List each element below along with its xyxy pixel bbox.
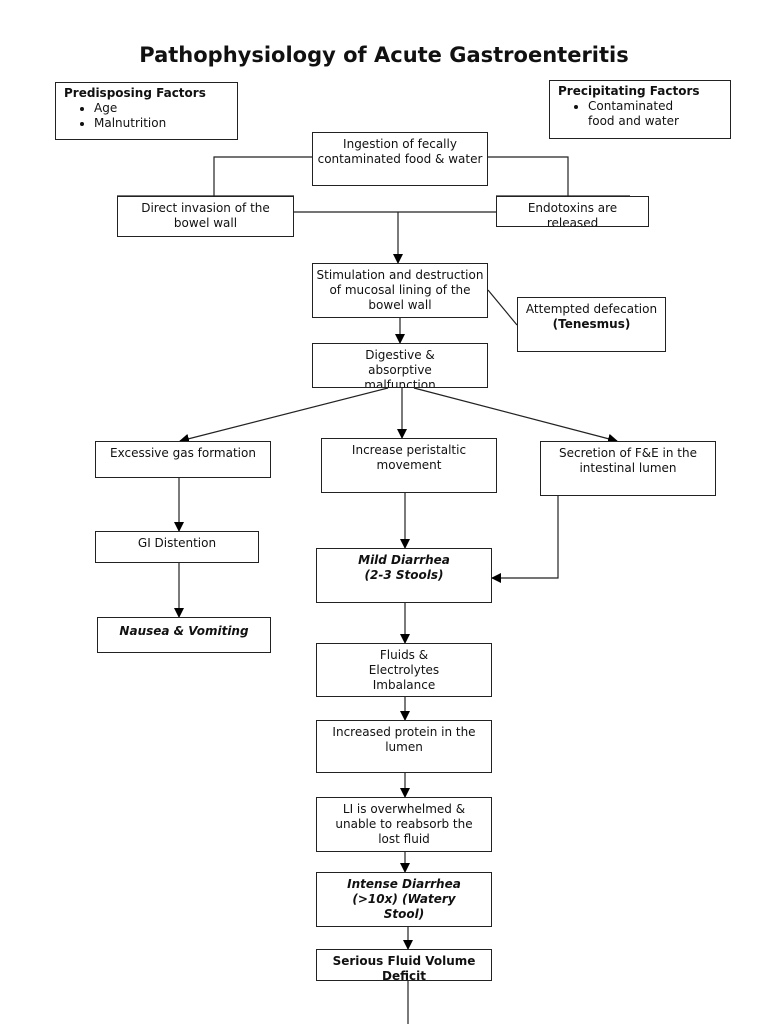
node-serious-deficit: Serious Fluid Volume Deficit (316, 949, 492, 981)
factor-item: Malnutrition (94, 116, 229, 131)
precipitating-factors-box: Precipitating Factors Contaminated food … (549, 80, 731, 139)
tenesmus-label: (Tenesmus) (552, 317, 631, 331)
precipitating-heading: Precipitating Factors (558, 84, 700, 98)
predisposing-factors-box: Predisposing Factors AgeMalnutrition (55, 82, 238, 140)
node-tenesmus: Attempted defecation(Tenesmus) (517, 297, 666, 352)
node-digestive: Digestive & absorptive malfunction (312, 343, 488, 388)
node-invasion: Direct invasion of the bowel wall (117, 196, 294, 237)
node-protein: Increased protein in the lumen (316, 720, 492, 773)
node-secretion: Secretion of F&E in the intestinal lumen (540, 441, 716, 496)
factor-item: Contaminated food and water (588, 99, 698, 129)
connector-tenesmus (487, 289, 518, 326)
node-nausea: Nausea & Vomiting (97, 617, 271, 653)
arrow-secretion-to-mild (491, 490, 559, 583)
tenesmus-text: Attempted defecation (525, 302, 658, 316)
node-gas: Excessive gas formation (95, 441, 271, 478)
predisposing-heading: Predisposing Factors (64, 86, 206, 100)
node-distention: GI Distention (95, 531, 259, 563)
node-mild-diarrhea: Mild Diarrhea (2-3 Stools) (316, 548, 492, 603)
connector-ingestion-endotoxins (488, 156, 630, 197)
diagram-title: Pathophysiology of Acute Gastroenteritis (139, 43, 629, 67)
arrow-to-gas (179, 387, 389, 444)
node-li: LI is overwhelmed & unable to reabsorb t… (316, 797, 492, 852)
node-ingestion: Ingestion of fecally contaminated food &… (312, 132, 488, 186)
node-endotoxins: Endotoxins are released (496, 196, 649, 227)
node-intense-diarrhea: Intense Diarrhea (>10x) (Watery Stool) (316, 872, 492, 927)
node-fluids: Fluids & Electrolytes Imbalance (316, 643, 492, 697)
factor-item: Age (94, 101, 229, 116)
node-stimulation: Stimulation and destruction of mucosal l… (312, 263, 488, 318)
node-peristaltic: Increase peristaltic movement (321, 438, 497, 493)
arrow-to-secretion (413, 387, 618, 444)
connector-ingestion-invasion (117, 156, 312, 197)
